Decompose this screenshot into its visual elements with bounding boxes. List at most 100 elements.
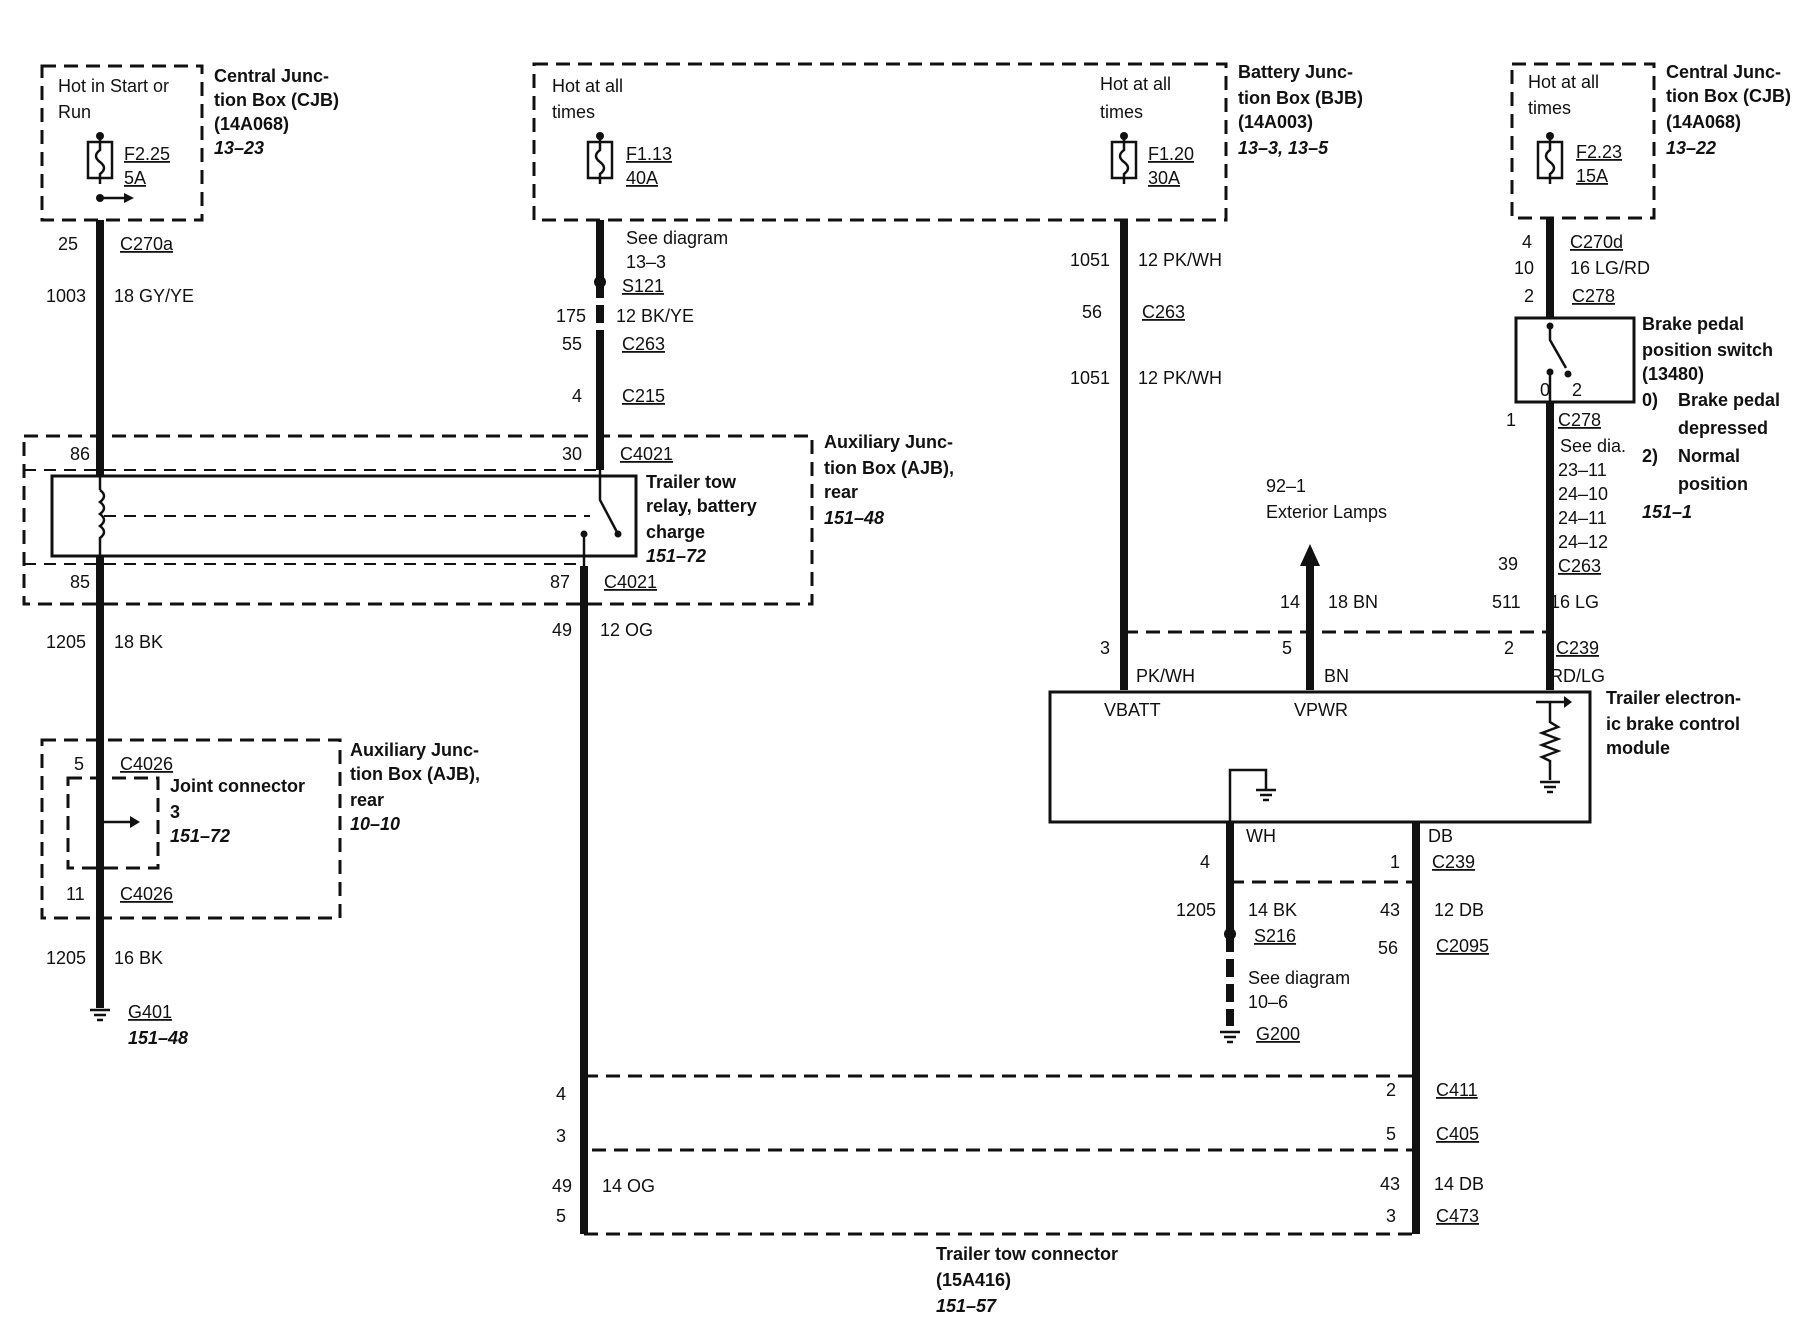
mod-rd-lg: RD/LG	[1550, 666, 1605, 686]
conn-c278b: C278	[1558, 410, 1601, 430]
ground-g401: G401	[128, 1002, 172, 1022]
cjb-left-hot-2: Run	[58, 102, 91, 122]
brake-ref: 151–1	[1642, 502, 1692, 522]
ground-icon	[88, 1008, 112, 1022]
cjb-right-fuse-id: F2.23	[1576, 142, 1622, 162]
wire-14bk: 14 BK	[1248, 900, 1297, 920]
cjb-left-name-3: (14A068)	[214, 114, 289, 134]
bjb-box: Hot at all times F1.13 40A Hot at all ti…	[532, 62, 1363, 222]
mod-pin-4: 4	[1200, 852, 1210, 872]
see-diagram: See diagram	[626, 228, 728, 248]
brake-name-3: (13480)	[1642, 364, 1704, 384]
see-ref-lr: 10–6	[1248, 992, 1288, 1012]
circuit-1051b: 1051	[1070, 368, 1110, 388]
cjb-right-ref: 13–22	[1666, 138, 1716, 158]
exterior-ref: 92–1	[1266, 476, 1306, 496]
circuit-1205b: 1205	[46, 948, 86, 968]
ajb-upper-name-3: rear	[824, 482, 858, 502]
splice-s121: S121	[622, 276, 664, 296]
brake-pos-2: 2	[1572, 380, 1582, 400]
conn-c411: C411	[1436, 1080, 1478, 1100]
exterior-lamps: 92–1 Exterior Lamps 14 18 BN	[1266, 476, 1387, 690]
mod-conn-c239: C239	[1556, 638, 1599, 658]
splice-s216: S216	[1254, 926, 1296, 946]
conn-c263: C263	[622, 334, 665, 354]
circuit-175: 175	[556, 306, 586, 326]
bjb-name-2: tion Box (BJB)	[1238, 88, 1363, 108]
brake-name-2: position switch	[1642, 340, 1773, 360]
wire-16lgrd: 16 LG/RD	[1570, 258, 1650, 278]
wire-14db: 14 DB	[1434, 1174, 1484, 1194]
bjb-name-1: Battery Junc-	[1238, 62, 1353, 82]
conn-c405: C405	[1436, 1124, 1479, 1144]
ajb-upper-box: Trailer tow relay, battery charge 151–72…	[22, 432, 954, 606]
pin-11: 11	[66, 884, 85, 904]
pin-56: 56	[1082, 302, 1102, 322]
wire-18gyye: 18 GY/YE	[114, 286, 194, 306]
tc-pin-r2: 2	[1386, 1080, 1396, 1100]
ajb-upper-name-2: tion Box (AJB),	[824, 458, 954, 478]
conn-c473: C473	[1436, 1206, 1479, 1226]
mod-pk-wh: PK/WH	[1136, 666, 1195, 686]
ground-g401-ref: 151–48	[128, 1028, 188, 1048]
cjb-right-name-2: tion Box (CJB)	[1666, 86, 1791, 106]
circuit-511: 511	[1492, 592, 1521, 612]
pin-2-sw: 2	[1524, 286, 1534, 306]
cjb-left-ref: 13–23	[214, 138, 264, 158]
ajb-lower-name-2: tion Box (AJB),	[350, 764, 480, 784]
legend-0-2: depressed	[1678, 418, 1768, 438]
conn-c2095: C2095	[1436, 936, 1489, 956]
wire-18bn: 18 BN	[1328, 592, 1378, 612]
pin-55: 55	[562, 334, 582, 354]
mod-wh: WH	[1246, 826, 1276, 846]
conn-c263-bjb: C263	[1142, 302, 1185, 322]
joint-connector-ref: 151–72	[170, 826, 230, 846]
lower-right-wires: 1205 14 BK S216 See diagram 10–6 G200 43…	[1176, 822, 1489, 1234]
mod-pin-3: 3	[1100, 638, 1110, 658]
bjb-fuse2-id: F1.20	[1148, 144, 1194, 164]
circuit-49b: 49	[552, 1176, 572, 1196]
relay-name-1: Trailer tow	[646, 472, 737, 492]
joint-connector-name-1: Joint connector	[170, 776, 305, 796]
mod-bn: BN	[1324, 666, 1349, 686]
pin-87: 87	[550, 572, 570, 592]
pin-85: 85	[70, 572, 90, 592]
pin-86: 86	[70, 444, 90, 464]
circuit-1003: 1003	[46, 286, 86, 306]
cjb-right-hot-1: Hot at all	[1528, 72, 1599, 92]
cjb-left-name-1: Central Junc-	[214, 66, 329, 86]
cjb-right-fuse-amp: 15A	[1576, 166, 1608, 186]
pin-5: 5	[74, 754, 84, 774]
cjb-right-box: Hot at all times F2.23 15A Central Junc-…	[1510, 62, 1791, 220]
bjb-hot2-1: Hot at all	[1100, 74, 1171, 94]
tc-pin-l5: 5	[556, 1206, 566, 1226]
conn-c4026a: C4026	[120, 754, 173, 774]
see-ref-2: 24–10	[1558, 484, 1608, 504]
see-ref: 13–3	[626, 252, 666, 272]
wire-14og: 14 OG	[602, 1176, 655, 1196]
ajb-lower-ref: 10–10	[350, 814, 400, 834]
bjb-wire: 1051 12 PK/WH 56 C263 1051 12 PK/WH	[1070, 220, 1222, 690]
joint-connector-name-2: 3	[170, 802, 180, 822]
fuse-icon	[1110, 130, 1138, 186]
cjb-right-hot-2: times	[1528, 98, 1571, 118]
see-ref-3: 24–11	[1558, 508, 1607, 528]
circuit-10: 10	[1514, 258, 1534, 278]
bjb-fuse1-amp: 40A	[626, 168, 658, 188]
brake-name-1: Brake pedal	[1642, 314, 1744, 334]
mod-pin-2: 2	[1504, 638, 1514, 658]
circuit-1051a: 1051	[1070, 250, 1110, 270]
pin-30: 30	[562, 444, 582, 464]
wire-16bk: 16 BK	[114, 948, 163, 968]
ajb-upper-ref: 151–48	[824, 508, 884, 528]
conn-c215: C215	[622, 386, 665, 406]
ajb-lower-box: Joint connector 3 151–72 Auxiliary Junc-…	[40, 738, 480, 920]
legend-2-key: 2)	[1642, 446, 1658, 466]
wire-18bk: 18 BK	[114, 632, 163, 652]
fuse-amp: 5A	[124, 168, 146, 188]
circuit-43a: 43	[1380, 900, 1400, 920]
pin-4-cjb: 4	[1522, 232, 1532, 252]
mod-conn-c239b: C239	[1432, 852, 1475, 872]
fuse-id: F2.25	[124, 144, 170, 164]
